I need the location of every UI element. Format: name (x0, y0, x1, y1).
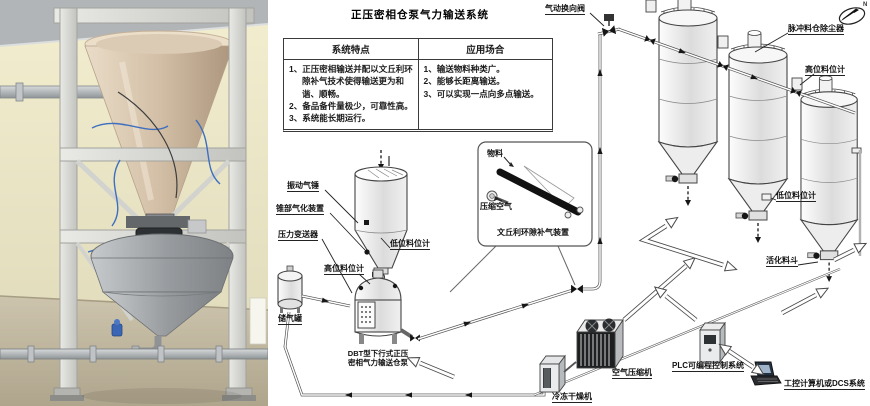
frame-column-right (228, 7, 247, 391)
floor-pipe (0, 345, 269, 363)
wall-sheet (249, 297, 267, 345)
label-pressure-transmitter: 压力变送器 (278, 230, 318, 242)
label-dbt-pump: DBT型下行式正压 密相气力输送仓泵 (344, 349, 412, 368)
label-compressed-air: 压缩空气 (480, 202, 512, 211)
label-venturi-device: 文丘利环隙补气装置 (497, 228, 569, 237)
air-compressor-machine (576, 318, 624, 370)
application-item: 2、能够长距离输送。 (423, 76, 505, 87)
feature-item: 2、备品备件量极少，可靠性高。 (289, 100, 413, 111)
dryer-compressor-hose (563, 361, 577, 373)
table-header-features: 系统特点 (284, 39, 419, 59)
label-material: 物料 (487, 149, 503, 158)
feature-item: 3、系统能长期运行。 (289, 113, 371, 124)
storage-silo-1 (658, 0, 718, 207)
freeze-dryer-machine (539, 354, 577, 394)
venturi-pipe (496, 168, 582, 216)
label-industrial-computer: 工控计算机或DCS系统 (784, 379, 865, 391)
equipment-photo (0, 0, 269, 406)
silo-instrument-boxes (645, 0, 862, 201)
label-high-level-indicator-silo: 高位料位计 (805, 65, 845, 77)
laptop-computer (750, 361, 782, 386)
applications-list: 1、输送物料种类广。 2、能够长距离输送。 3、可以实现一点向多点输送。 (424, 63, 549, 100)
diagram-art (277, 0, 869, 398)
feature-item: 1、正压密相输送并配以文丘利环隙补气技术使得输送更为和谐、顺畅。 (289, 64, 413, 99)
high-level-sensor-silo (791, 77, 803, 91)
label-cone-fluidizing-device: 锥部气化装置 (276, 204, 324, 216)
label-low-level-indicator-silo: 低位料位计 (776, 191, 816, 203)
pipes (283, 27, 862, 397)
blue-flowmeter (111, 323, 123, 337)
label-vibrating-air-hammer: 振动气锤 (287, 181, 319, 193)
plc-cabinet (699, 321, 726, 364)
label-pulse-dust-collector: 脉冲料仓除尘器 (788, 24, 844, 36)
application-item: 1、输送物料种类广。 (423, 64, 505, 74)
leader-lines (321, 12, 819, 294)
air-hammer (364, 220, 369, 225)
brand-logo (838, 7, 866, 25)
pump-vessel-photo (82, 233, 242, 404)
frame-column-left (59, 7, 78, 391)
feed-hopper (354, 150, 408, 281)
label-freeze-dryer: 冷冻干燥机 (552, 392, 592, 404)
label-low-level-indicator-hopper: 低位料位计 (390, 239, 430, 251)
label-activation-hopper: 活化料斗 (766, 256, 798, 268)
label-high-level-indicator-pump: 高位料位计 (324, 264, 364, 276)
application-item: 3、可以实现一点向多点输送。 (423, 88, 539, 99)
frame-foot (53, 387, 81, 397)
low-level-sensor-silo (761, 193, 772, 201)
cone-fluidizer-nozzle (364, 249, 370, 255)
spec-table: 系统特点 应用场合 1、正压密相输送并配以文丘利环隙补气技术使得输送更为和谐、顺… (283, 38, 553, 132)
plc-display (704, 335, 716, 344)
cable (117, 91, 178, 199)
label-pneumatic-diverter-valve: 气动换向阀 (545, 4, 585, 16)
flow-diagram: 正压密相仓泵气力输送系统 系统特点 应用场合 1、正压密相输送并配以文丘利环隙补… (268, 0, 870, 406)
label-air-receiver-tank: 储气罐 (278, 314, 302, 326)
pump-caption-line1: DBT型下行式正压 (347, 349, 409, 358)
label-air-compressor: 空气压缩机 (612, 368, 652, 380)
hollow-arrows (405, 212, 869, 380)
diagram-title: 正压密相仓泵气力输送系统 (351, 9, 489, 21)
equipment-photo-art (0, 0, 269, 406)
storage-silo-2 (728, 29, 788, 244)
label-plc-system: PLC可编程控制系统 (672, 361, 744, 373)
venturi-inset (449, 141, 593, 293)
air-tank (277, 265, 303, 313)
dbt-pump (354, 269, 420, 344)
features-list: 1、正压密相输送并配以文丘利环隙补气技术使得输送更为和谐、顺畅。 2、备品备件量… (289, 63, 414, 125)
line-valves (571, 14, 802, 294)
logo-letter: N (863, 2, 868, 8)
table-header-applications: 应用场合 (466, 45, 505, 56)
pump-caption-line2: 密相气力输送仓泵 (348, 358, 408, 368)
pump-control-panel (357, 301, 376, 329)
diverter-valve (601, 25, 617, 37)
